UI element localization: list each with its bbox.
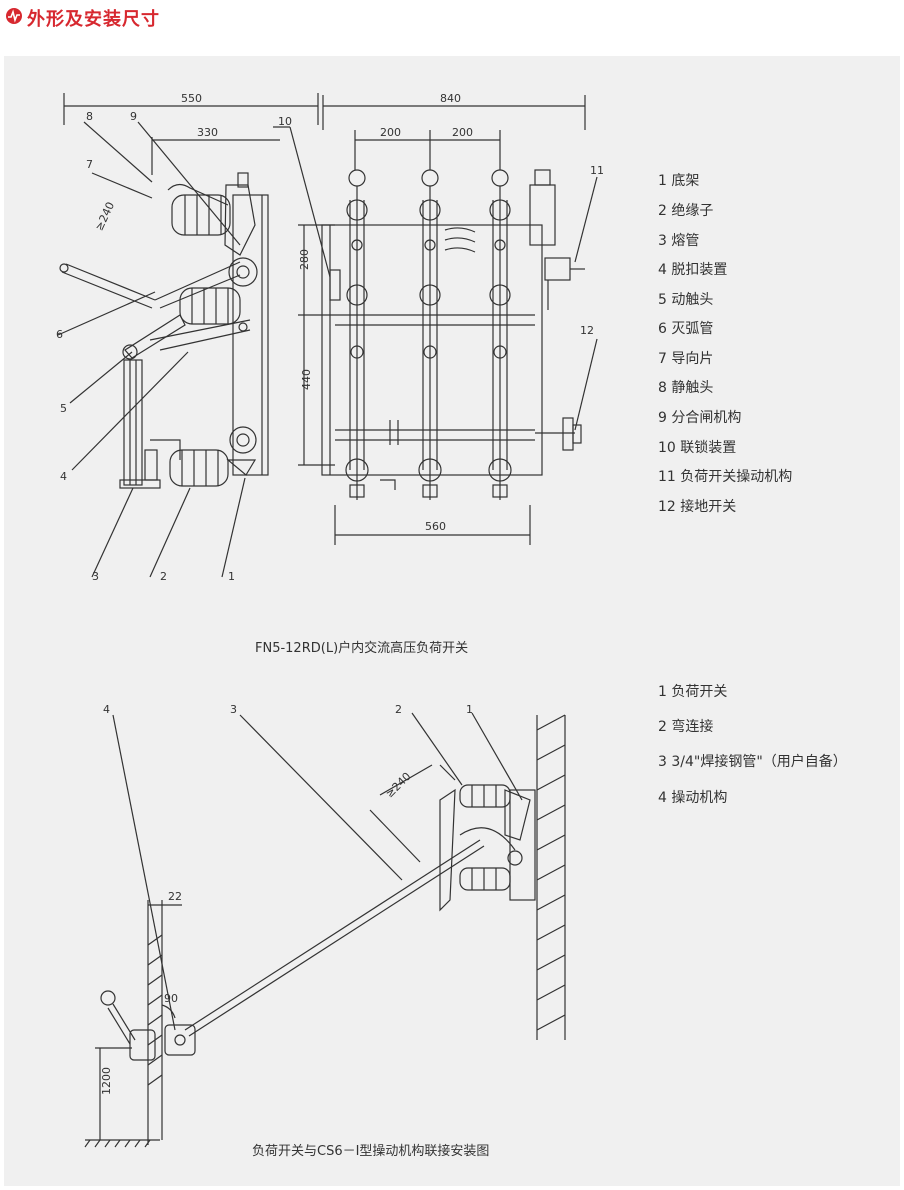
- legend-item: 3 熔管: [658, 233, 700, 249]
- dim-200-left: 200: [380, 126, 401, 139]
- callout-8: 8: [86, 110, 93, 123]
- dim-560: 560: [425, 520, 446, 533]
- dim-550: 550: [181, 92, 202, 105]
- callout-5: 5: [60, 402, 67, 415]
- dim-22: 22: [168, 890, 182, 903]
- drawing-panel: [4, 56, 900, 1186]
- dim-280: 280: [298, 249, 311, 270]
- fig1-front-view: [298, 95, 598, 545]
- legend-item: 8 静触头: [658, 380, 714, 396]
- fig1-side-view: [57, 93, 331, 578]
- fig2-callout-2: 2: [395, 703, 402, 716]
- legend-item: 5 动触头: [658, 292, 714, 308]
- legend-item: 10 联锁装置: [658, 440, 737, 456]
- legend-item: 3 3/4"焊接钢管"（用户自备）: [658, 754, 847, 770]
- legend-item: 6 灭弧管: [658, 321, 714, 337]
- fig2-callout-3: 3: [230, 703, 237, 716]
- dim-440: 440: [300, 369, 313, 390]
- section-title: 外形及安装尺寸: [27, 9, 160, 30]
- legend-item: 2 弯连接: [658, 719, 714, 735]
- legend-item: 2 绝缘子: [658, 203, 714, 219]
- callout-3: 3: [92, 570, 99, 583]
- callout-11: 11: [590, 164, 604, 177]
- section-header: 外形及安装尺寸: [0, 0, 904, 36]
- callout-2: 2: [160, 570, 167, 583]
- fig2-callout-4: 4: [103, 703, 110, 716]
- callout-1: 1: [228, 570, 235, 583]
- callout-12: 12: [580, 324, 594, 337]
- legend-item: 12 接地开关: [658, 499, 737, 515]
- dim-1200: 1200: [100, 1067, 113, 1095]
- legend-item: 4 操动机构: [658, 790, 728, 806]
- legend-item: 9 分合闸机构: [658, 410, 742, 426]
- callout-7: 7: [86, 158, 93, 171]
- dim-90: 90: [164, 992, 178, 1005]
- callout-6: 6: [56, 328, 63, 341]
- fig2-callout-1: 1: [466, 703, 473, 716]
- legend-item: 4 脱扣装置: [658, 262, 728, 278]
- dim-330: 330: [197, 126, 218, 139]
- dim-840: 840: [440, 92, 461, 105]
- legend-item: 11 负荷开关操动机构: [658, 469, 793, 485]
- fig2-installation-view: [84, 712, 566, 1148]
- legend-item: 1 底架: [658, 173, 700, 189]
- legend-item: 7 导向片: [658, 351, 714, 367]
- brand-pulse-icon: [6, 8, 22, 24]
- callout-10: 10: [278, 115, 292, 128]
- dim-240-side: ≥240: [93, 200, 118, 233]
- callout-4: 4: [60, 470, 67, 483]
- legend-item: 1 负荷开关: [658, 684, 728, 700]
- fig1-caption: FN5-12RD(L)户内交流高压负荷开关: [255, 641, 469, 656]
- fig2-caption: 负荷开关与CS6－Ⅰ型操动机构联接安装图: [252, 1144, 490, 1159]
- dim-240-fig2: ≥240: [383, 770, 414, 801]
- callout-9: 9: [130, 110, 137, 123]
- dim-200-right: 200: [452, 126, 473, 139]
